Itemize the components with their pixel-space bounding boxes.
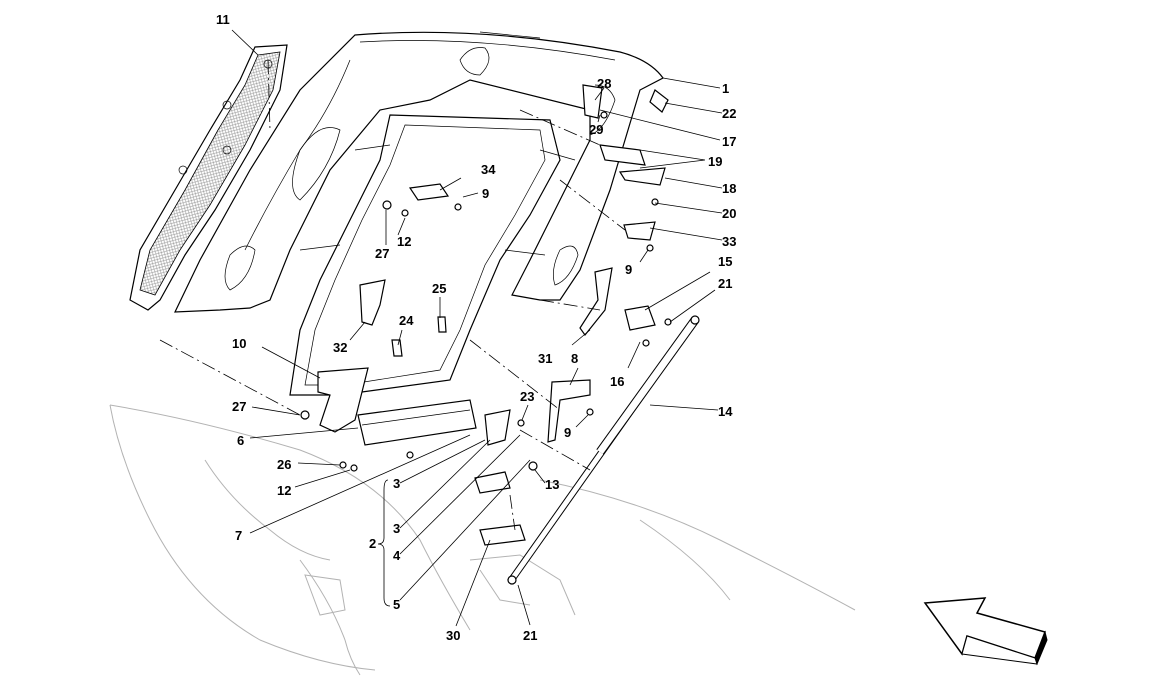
callout-24: 30 [446,628,460,643]
callout-15: 15 [718,254,732,269]
callout-21b: 21 [523,628,537,643]
callout-28: 27 [232,399,246,414]
callout-3b: 3 [393,521,400,536]
hood-insulation-pad [129,44,288,311]
brackets [359,84,666,546]
callout-32: 32 [333,340,347,355]
callout-9b: 9 [625,262,632,277]
callout-14: 14 [718,404,733,419]
callout-12a: 12 [397,234,411,249]
callout-4: 4 [393,548,401,563]
fasteners [300,89,672,472]
callout-18: 18 [722,181,736,196]
callout-12b: 12 [277,483,291,498]
callout-13: 13 [545,477,559,492]
callout-27a: 27 [375,246,389,261]
callout-6: 6 [237,433,244,448]
callout-23: 22 [722,106,736,121]
gas-strut [507,315,700,585]
direction-arrow-icon [923,597,1048,666]
callout-19: 19 [708,154,722,169]
callout-2: 2 [369,536,376,551]
callout-25: 24 [399,313,414,328]
callout-34: 34 [481,162,496,177]
construction-lines [159,59,626,531]
leader-lines [231,29,723,627]
callout-3a: 3 [393,476,400,491]
callout-7: 7 [235,528,242,543]
callout-16: 16 [610,374,624,389]
callout-30: 29 [589,122,603,137]
hinge-10 [317,367,369,433]
callout-1: 1 [722,81,729,96]
callout-20: 20 [722,206,736,221]
callout-10: 10 [232,336,246,351]
hood-panel [174,31,664,313]
hood-inner-frame [289,114,576,396]
callout-9c: 9 [564,425,571,440]
callout-17: 17 [722,134,736,149]
callout-5: 5 [393,597,400,612]
callout-labels: 11 1 28 22 29 17 19 34 18 9 20 12 33 27 … [216,12,736,643]
callout-26: 25 [432,281,446,296]
callout-29: 28 [597,76,611,91]
callout-21a: 21 [718,276,732,291]
callout-22: 23 [520,389,534,404]
hinge-bracket-lower [357,399,477,446]
callout-9a: 9 [482,186,489,201]
callout-31: 31 [538,351,552,366]
car-body-outline [109,404,856,676]
callout-11: 11 [216,12,230,27]
callout-33: 33 [722,234,736,249]
callout-8: 8 [571,351,578,366]
callout-27b: 26 [277,457,291,472]
